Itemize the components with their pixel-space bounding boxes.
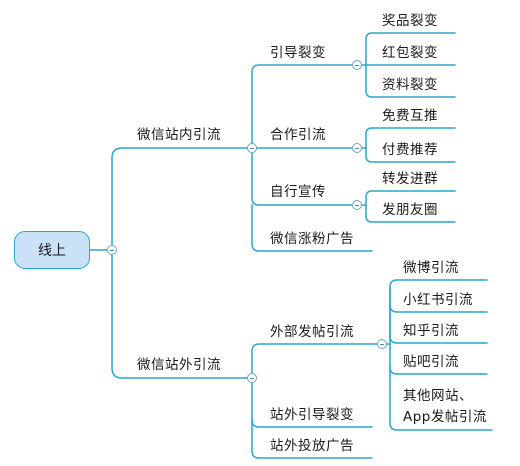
connector-internal-guide [251,64,358,149]
connector-external-ads [251,419,373,459]
self-item[interactable]: 发朋友圈 [382,202,438,218]
guide-item[interactable]: 资料裂变 [382,77,438,93]
connector-coop-2 [365,147,456,163]
connector-guide-3 [365,64,456,98]
posting-item[interactable]: 微博引流 [403,260,459,276]
connector-self-1 [356,190,456,206]
connector-root-internal [89,147,253,251]
external-posting-label[interactable]: 外部发帖引流 [270,324,354,340]
connector-coop-1 [356,127,456,149]
connector-guide-1 [356,32,456,66]
wechat-ads-label[interactable]: 微信涨粉广告 [270,231,354,247]
external-branch-label[interactable]: 微信站外引流 [137,357,221,373]
connector-external-posting [251,343,383,379]
collapse-root-button[interactable] [107,245,117,255]
coop-traffic-label[interactable]: 合作引流 [270,127,326,143]
external-fission-label[interactable]: 站外引导裂变 [270,407,354,423]
external-ads-label[interactable]: 站外投放广告 [270,438,354,454]
connector-internal-ads [251,204,373,252]
self-item[interactable]: 转发进群 [382,171,438,187]
collapse-guide-button[interactable] [352,60,362,70]
guide-item[interactable]: 红包裂变 [382,45,438,61]
coop-item[interactable]: 付费推荐 [382,142,438,158]
root-label: 线上 [38,243,66,259]
connector-posting-5 [389,366,493,431]
collapse-coop-button[interactable] [352,143,362,153]
connector-internal-self [251,147,358,206]
connector-posting-3 [389,304,488,344]
posting-item-other-line2[interactable]: App发帖引流 [403,409,487,425]
connector-root-external [111,249,253,379]
root-node[interactable]: 线上 [14,231,90,269]
guide-item[interactable]: 奖品裂变 [382,13,438,29]
connector-self-2 [365,204,456,223]
collapse-external-button[interactable] [247,373,257,383]
guide-fission-label[interactable]: 引导裂变 [270,45,326,61]
posting-item-other-line1[interactable]: 其他网站、 [403,388,473,404]
collapse-self-button[interactable] [352,200,362,210]
internal-branch-label[interactable]: 微信站内引流 [137,127,221,143]
self-promo-label[interactable]: 自行宣传 [270,184,326,200]
posting-item[interactable]: 贴吧引流 [403,354,459,370]
posting-item[interactable]: 知乎引流 [403,323,459,339]
coop-item[interactable]: 免费互推 [382,108,438,124]
collapse-posting-button[interactable] [377,339,387,349]
collapse-internal-button[interactable] [247,143,257,153]
posting-item[interactable]: 小红书引流 [403,292,473,308]
